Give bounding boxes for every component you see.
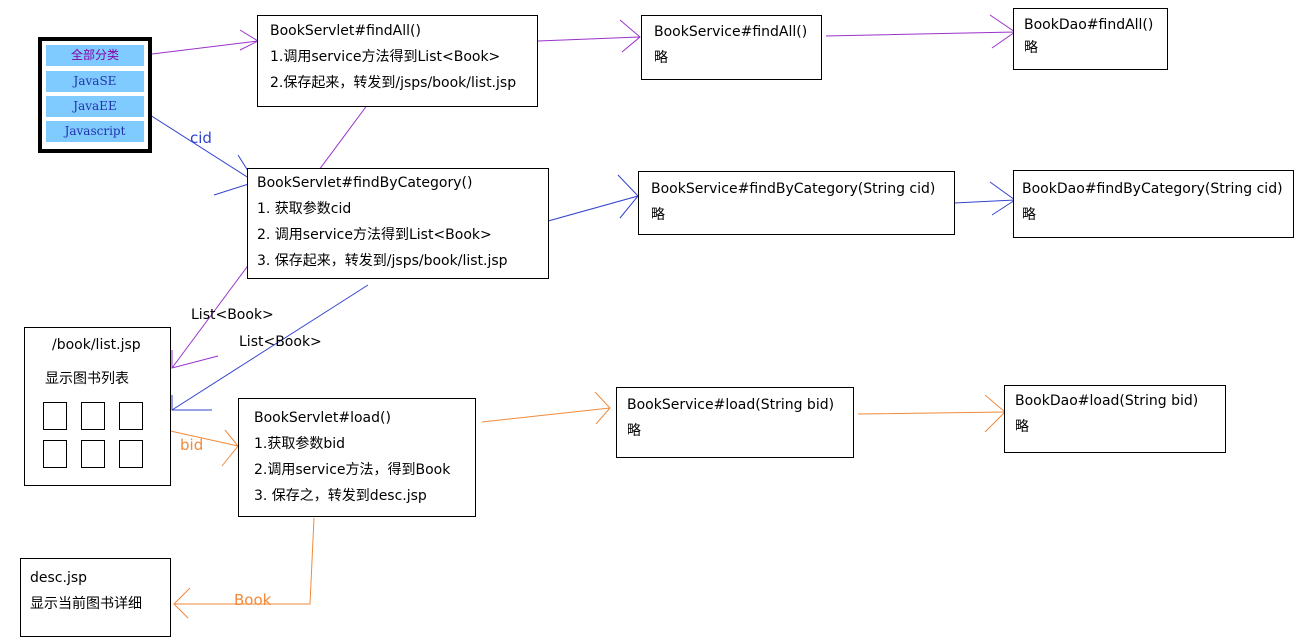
arrow-servlet-to-service-findall	[537, 19, 641, 53]
book-thumbnail[interactable]	[81, 440, 105, 468]
menu-item-all[interactable]: 全部分类	[46, 45, 144, 66]
arrow-service-to-dao-findall	[825, 14, 1016, 49]
box-line: 1. 获取参数cid	[257, 201, 352, 217]
dao-load-box: BookDao#load(String bid) 略	[1004, 385, 1226, 453]
box-line: 显示当前图书详细	[30, 596, 142, 612]
label-list-book: List<Book>	[191, 307, 274, 323]
arrow-load-to-desc	[173, 517, 315, 619]
box-title: BookDao#findByCategory(String cid)	[1022, 181, 1283, 197]
box-title: BookDao#findAll()	[1024, 17, 1154, 33]
box-line: 略	[1024, 40, 1038, 56]
box-line: 3. 保存之，转发到desc.jsp	[254, 488, 427, 504]
label-cid: cid	[190, 129, 212, 147]
box-title: BookService#findAll()	[654, 24, 808, 40]
box-line: 2.调用service方法，得到Book	[254, 462, 451, 478]
box-line: 2.保存起来，转发到/jsps/book/list.jsp	[270, 75, 517, 91]
box-title: BookServlet#findByCategory()	[257, 175, 473, 191]
box-line: 1.获取参数bid	[254, 436, 346, 452]
service-findall-box: BookService#findAll() 略	[641, 15, 822, 80]
service-load-box: BookService#load(String bid) 略	[616, 387, 854, 458]
box-line: 略	[654, 50, 668, 66]
servlet-findbycategory-box: BookServlet#findByCategory() 1. 获取参数cid …	[247, 168, 549, 279]
category-menu: 全部分类 JavaSE JavaEE Javascript	[38, 37, 152, 153]
box-line: 略	[627, 423, 641, 439]
box-title: BookService#findByCategory(String cid)	[651, 181, 936, 197]
box-line: 略	[1022, 207, 1036, 223]
box-title: BookServlet#load()	[254, 410, 391, 426]
box-line: 略	[1015, 419, 1029, 435]
box-line: 略	[651, 207, 665, 223]
box-line: 2. 调用service方法得到List<Book>	[257, 227, 492, 243]
dao-findbycategory-box: BookDao#findByCategory(String cid) 略	[1013, 170, 1294, 238]
box-title: BookServlet#findAll()	[270, 23, 421, 39]
arrow-servlet-to-service-load	[481, 391, 611, 425]
list-jsp-box: /book/list.jsp 显示图书列表	[24, 327, 171, 486]
menu-item-javaee[interactable]: JavaEE	[46, 96, 144, 117]
service-findbycategory-box: BookService#findByCategory(String cid) 略	[638, 171, 955, 235]
label-bid: bid	[180, 436, 204, 454]
box-line: 3. 保存起来，转发到/jsps/book/list.jsp	[257, 253, 508, 269]
label-list-book: List<Book>	[239, 334, 322, 350]
book-thumbnail[interactable]	[119, 440, 143, 468]
box-title: BookService#load(String bid)	[627, 397, 835, 413]
box-line: 显示图书列表	[45, 371, 129, 387]
label-book: Book	[234, 591, 272, 609]
arrow-findbycategory-to-list	[171, 284, 369, 411]
box-title: /book/list.jsp	[52, 337, 141, 353]
servlet-load-box: BookServlet#load() 1.获取参数bid 2.调用service…	[238, 398, 476, 517]
arrow-service-to-dao-load	[857, 394, 1006, 433]
dao-findall-box: BookDao#findAll() 略	[1013, 8, 1168, 70]
menu-item-javascript[interactable]: Javascript	[46, 121, 144, 142]
box-line: 1.调用service方法得到List<Book>	[270, 49, 501, 65]
book-thumbnail[interactable]	[43, 402, 67, 430]
menu-item-javase[interactable]: JavaSE	[46, 71, 144, 92]
book-thumbnail[interactable]	[43, 440, 67, 468]
box-title: BookDao#load(String bid)	[1015, 393, 1199, 409]
book-thumbnail[interactable]	[81, 402, 105, 430]
arrow-service-to-dao-findbycategory	[953, 181, 1016, 216]
servlet-findall-box: BookServlet#findAll() 1.调用service方法得到Lis…	[257, 15, 538, 107]
arrow-menu-to-findall	[151, 29, 260, 55]
book-thumbnail[interactable]	[119, 402, 143, 430]
desc-jsp-box: desc.jsp 显示当前图书详细	[20, 558, 171, 637]
box-title: desc.jsp	[30, 570, 88, 586]
